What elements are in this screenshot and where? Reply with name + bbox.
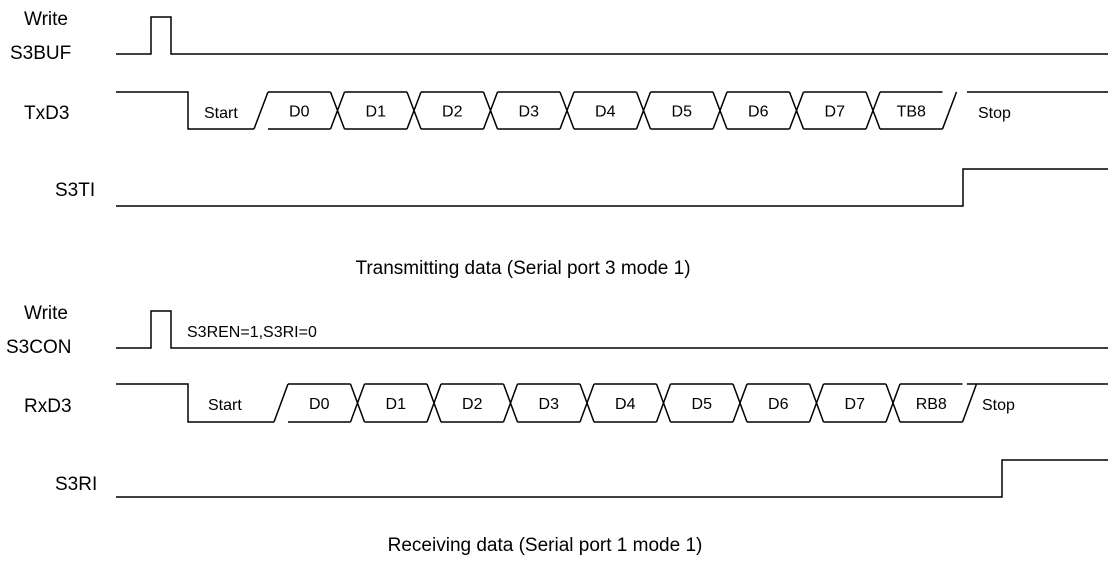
write-s3con-note: S3REN=1,S3RI=0 bbox=[187, 324, 317, 341]
rxd3-slots: D0 D1 D2 D3 D4 D5 D6 D7 RB8 bbox=[273, 383, 978, 423]
txd3-label: TxD3 bbox=[24, 103, 69, 124]
s3ti-label: S3TI bbox=[55, 180, 95, 201]
rxd3-bit-label: D1 bbox=[386, 396, 407, 413]
rxd3-bit-label: D3 bbox=[539, 396, 560, 413]
s3ri-label: S3RI bbox=[55, 474, 97, 495]
txd3-crossover bbox=[253, 91, 269, 130]
rxd3-bit-label: D2 bbox=[462, 396, 483, 413]
txd3-bit-label: D5 bbox=[672, 104, 693, 121]
rxd3-crossover bbox=[426, 383, 442, 423]
write-s3buf-label-line1: Write bbox=[24, 9, 68, 30]
write-s3buf-label-line2: S3BUF bbox=[10, 43, 71, 64]
txd3-start-label: Start bbox=[204, 105, 238, 122]
transmit-caption: Transmitting data (Serial port 3 mode 1) bbox=[355, 258, 690, 279]
write-s3con-waveform bbox=[116, 310, 1108, 349]
txd3-idle-and-start bbox=[116, 91, 254, 130]
write-s3con-label-line1: Write bbox=[24, 303, 68, 324]
txd3-crossover bbox=[788, 91, 805, 130]
txd3-stop-label: Stop bbox=[978, 105, 1011, 122]
rxd3-start-label: Start bbox=[208, 397, 242, 414]
txd3-bit-label: TB8 bbox=[897, 104, 926, 121]
txd3-bit-label: D7 bbox=[825, 104, 846, 121]
transmit-section: Write S3BUF TxD3 D0 D1 D2 D3 D4 D5 D6 D7 TB8 Sta… bbox=[10, 9, 1108, 279]
rxd3-crossover bbox=[349, 383, 366, 423]
s3ti-waveform bbox=[116, 168, 1108, 207]
write-s3con-label-line2: S3CON bbox=[6, 337, 71, 358]
receive-section: Write S3CON S3REN=1,S3RI=0 RxD3 D0 D1 D2 D3… bbox=[6, 303, 1108, 556]
rxd3-crossover bbox=[732, 383, 748, 423]
txd3-bit-label: D2 bbox=[442, 104, 463, 121]
txd3-crossover bbox=[635, 91, 652, 130]
rxd3-crossover bbox=[502, 383, 519, 423]
txd3-bit-label: D0 bbox=[289, 104, 310, 121]
rxd3-idle-and-start bbox=[116, 383, 274, 423]
txd3-slots: D0 D1 D2 D3 D4 D5 D6 D7 TB8 bbox=[253, 91, 958, 130]
rxd3-crossover bbox=[273, 383, 289, 423]
rxd3-crossover bbox=[961, 383, 978, 423]
txd3-bit-label: D4 bbox=[595, 104, 616, 121]
rxd3-bit-label: RB8 bbox=[916, 396, 947, 413]
txd3-crossover bbox=[941, 91, 958, 130]
rxd3-stop-label: Stop bbox=[982, 397, 1015, 414]
rxd3-bit-label: D0 bbox=[309, 396, 330, 413]
rxd3-bit-label: D7 bbox=[845, 396, 866, 413]
txd3-bit-label: D3 bbox=[519, 104, 540, 121]
rxd3-crossover bbox=[808, 383, 825, 423]
rxd3-bit-label: D4 bbox=[615, 396, 636, 413]
txd3-bit-label: D1 bbox=[366, 104, 387, 121]
rxd3-crossover bbox=[579, 383, 595, 423]
rxd3-crossover bbox=[655, 383, 672, 423]
write-s3buf-waveform bbox=[116, 16, 1108, 55]
rxd3-label: RxD3 bbox=[24, 396, 72, 417]
txd3-crossover bbox=[406, 91, 422, 130]
txd3-crossover bbox=[865, 91, 881, 130]
txd3-crossover bbox=[712, 91, 728, 130]
txd3-crossover bbox=[329, 91, 346, 130]
rxd3-bit-label: D5 bbox=[692, 396, 713, 413]
receive-caption: Receiving data (Serial port 1 mode 1) bbox=[388, 535, 703, 556]
txd3-crossover bbox=[482, 91, 499, 130]
txd3-bit-label: D6 bbox=[748, 104, 769, 121]
rxd3-bit-label: D6 bbox=[768, 396, 789, 413]
rxd3-crossover bbox=[885, 383, 901, 423]
txd3-crossover bbox=[559, 91, 575, 130]
s3ri-waveform bbox=[116, 459, 1108, 498]
